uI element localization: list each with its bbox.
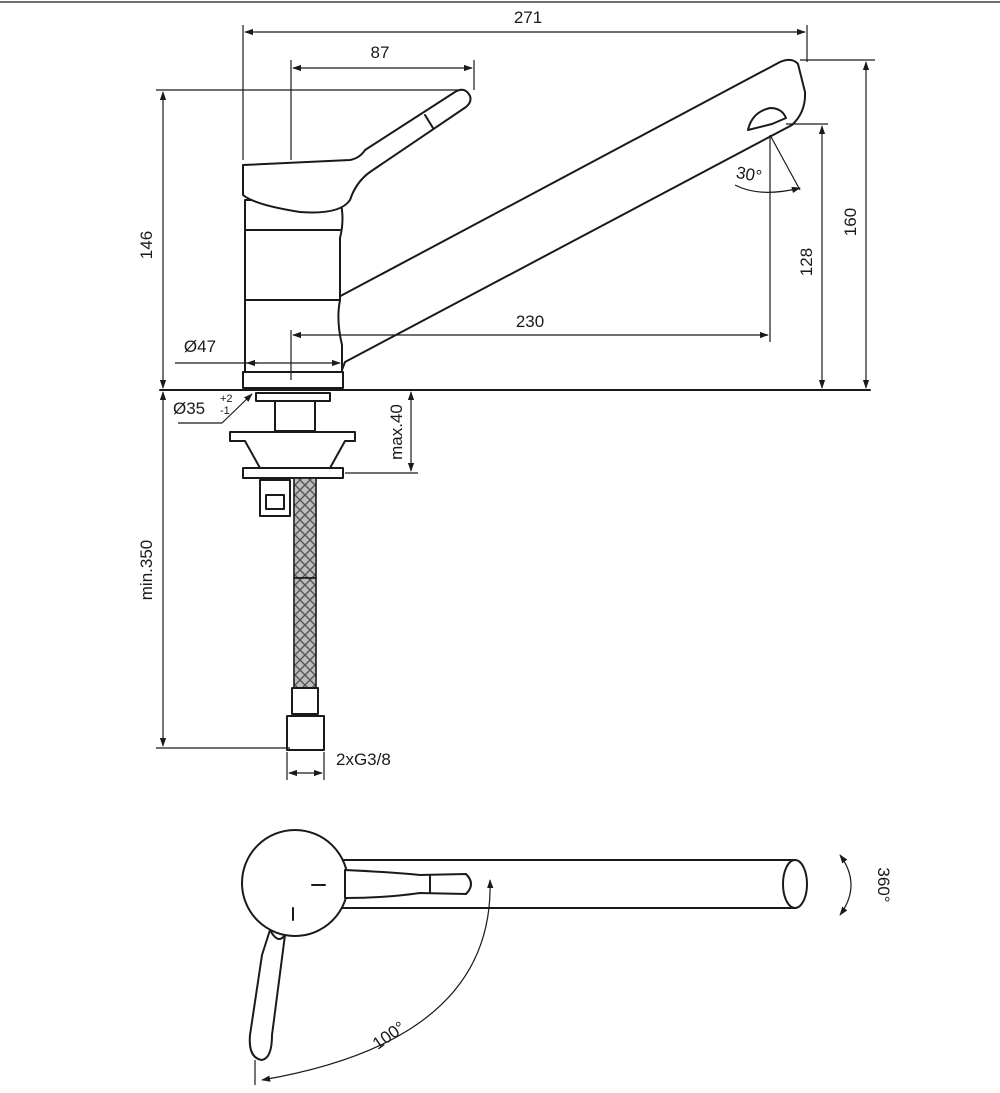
threaded-shank: [274, 400, 316, 432]
dim-arc-360: [839, 854, 852, 916]
dim-lever-rotation: 100°: [369, 1018, 409, 1054]
hose-ferrule: [291, 687, 319, 715]
dim-lever-reach: 87: [371, 43, 390, 62]
dim-shank-tol-upper: +2: [220, 393, 233, 405]
side-view: [159, 58, 871, 751]
dim-arc-100: [261, 879, 494, 1082]
body-top-circle: [241, 829, 349, 937]
spout: [332, 58, 807, 376]
lever-cap: [242, 88, 472, 214]
angle-ref-line: [769, 134, 801, 191]
mounting-plate: [229, 431, 356, 469]
top-view: 100° 360°: [241, 829, 893, 1085]
dim-max-deck: max.40: [387, 404, 406, 460]
dim-shank-diameter: Ø35: [173, 399, 205, 418]
dim-total-height: 160: [841, 208, 860, 236]
braided-hose-upper: [293, 477, 317, 579]
base-ring: [242, 371, 344, 389]
lever-top-closed: [344, 869, 472, 899]
dim-arc-30: [734, 184, 801, 194]
aerator-outlet: [747, 107, 787, 131]
dim-overall-length: 271: [514, 8, 542, 27]
dim-spout-reach: 230: [516, 312, 544, 331]
spout-end: [782, 859, 808, 909]
dim-shank-tol-lower: -1: [220, 405, 230, 417]
dim-outlet-height: 128: [797, 248, 816, 276]
faucet-body: [244, 199, 344, 373]
dim-hose-length: min.350: [137, 540, 156, 600]
dim-body-height: 146: [137, 231, 156, 259]
side-dimensions: 271 87 146 160 128 230 30° Ø47: [137, 8, 875, 780]
hose-fitting-nut: [265, 494, 285, 510]
dim-hose-connection: 2xG3/8: [336, 750, 391, 769]
dim-base-diameter: Ø47: [184, 337, 216, 356]
dim-spout-rotation: 360°: [874, 867, 893, 902]
hose-connector-nut: [286, 715, 325, 751]
mounting-washer: [255, 392, 331, 402]
dim-spout-angle: 30°: [735, 163, 764, 186]
lever-top-rotated: [248, 929, 286, 1061]
braided-hose-lower: [293, 577, 317, 689]
lever-tip: [424, 114, 434, 129]
dim-line-d35: [221, 393, 253, 424]
mounting-nut: [242, 467, 344, 479]
